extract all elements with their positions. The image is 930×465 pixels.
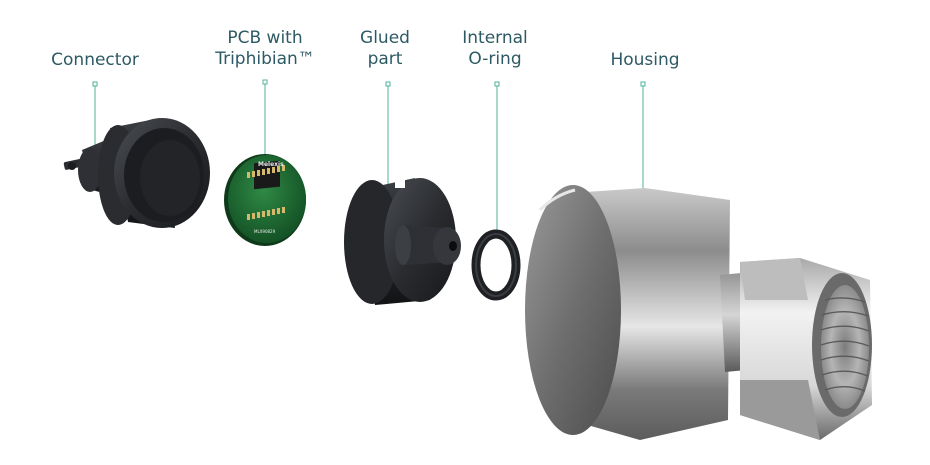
oring-part: [471, 229, 521, 301]
glued-part-label: Glued part: [360, 28, 410, 69]
pcb-part: Melexis MLX90829: [224, 154, 306, 246]
pcb-brand-text: Melexis: [258, 161, 284, 168]
leader-lines: [92, 79, 646, 238]
glued-part: [344, 176, 461, 305]
thread-lines: [820, 297, 870, 392]
oring-leader-end: [494, 81, 500, 87]
pcb-part-text: MLX90829: [254, 229, 276, 234]
glued-part-nozzle: [433, 227, 461, 265]
housing-leader-end: [640, 81, 646, 87]
housing-label: Housing: [610, 50, 680, 70]
connector-label: Connector: [51, 50, 139, 70]
pcb-pads: [247, 165, 285, 220]
pcb-leader-end: [262, 79, 268, 85]
housing-part: [525, 185, 872, 440]
housing-thread: [821, 285, 869, 409]
internal-oring-label: Internal O-ring: [462, 28, 528, 69]
connector-leader-end: [92, 81, 98, 87]
pcb-label: PCB with Triphibian™: [215, 28, 315, 69]
connector-part: [63, 118, 210, 228]
glued-part-leader-end: [385, 81, 391, 87]
housing-face: [525, 185, 621, 435]
